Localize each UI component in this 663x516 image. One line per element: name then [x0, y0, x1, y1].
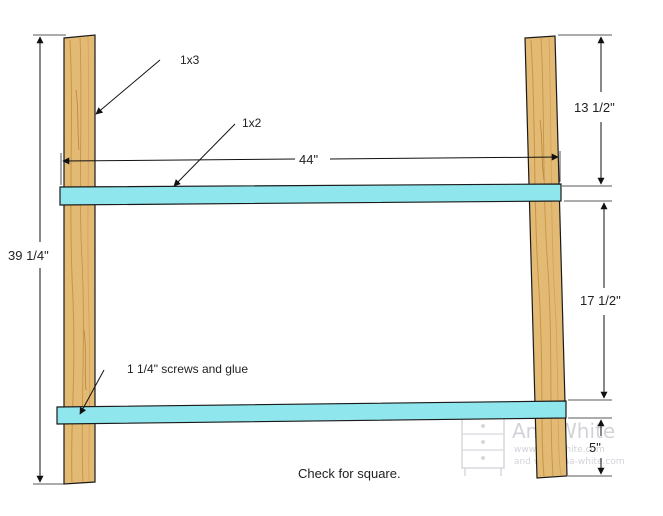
middle-gap-label: 17 1/2" — [580, 293, 621, 308]
square-note: Check for square. — [298, 466, 401, 481]
screws-callout-arrow — [79, 369, 105, 415]
left-leg-board — [63, 34, 96, 485]
middle-gap-dimension — [564, 200, 612, 401]
rail-callout-arrow — [173, 123, 236, 187]
rail-width-dimension — [60, 151, 561, 185]
total-height-dimension — [33, 34, 66, 485]
top-gap-label: 13 1/2" — [574, 100, 615, 115]
leg-board-label: 1x3 — [180, 53, 200, 67]
bottom-gap-dimension — [568, 417, 612, 477]
nightstand-icon — [461, 417, 505, 476]
rail-board-label: 1x2 — [242, 116, 262, 130]
top-rail-board — [59, 183, 562, 206]
top-gap-dimension — [558, 34, 612, 187]
bottom-gap-label: 5" — [589, 440, 601, 455]
screws-note: 1 1/4" screws and glue — [127, 362, 248, 376]
rail-width-label: 44" — [299, 152, 318, 167]
bottom-rail-board — [56, 400, 567, 425]
watermark-url-2: and www.ana-white.com — [514, 457, 625, 467]
leg-callout-arrow — [95, 59, 161, 115]
total-height-label: 39 1/4" — [8, 248, 49, 263]
